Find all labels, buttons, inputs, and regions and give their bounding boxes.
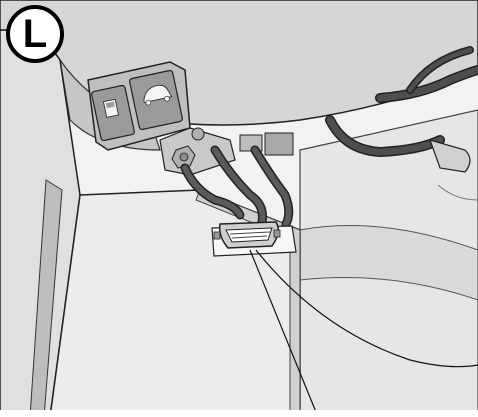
side-indicator-badge: L xyxy=(6,5,64,63)
bolt xyxy=(192,128,204,140)
obd-connector-icon xyxy=(212,222,296,256)
bottom-margin xyxy=(0,410,478,417)
side-indicator-letter: L xyxy=(23,14,47,54)
